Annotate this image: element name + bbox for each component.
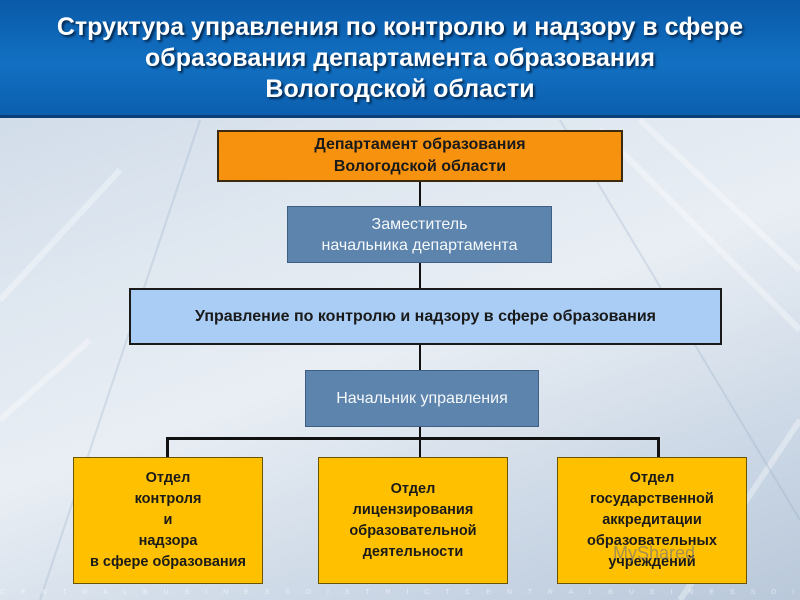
connector-deputy-admin xyxy=(419,263,421,288)
division-2-line-2: лицензирования xyxy=(352,501,474,518)
division-control-box: Отдел контроля и надзора в сфере образов… xyxy=(73,457,263,584)
division-1-line-5: в сфере образования xyxy=(89,554,247,570)
connector-bus xyxy=(166,437,660,440)
head-box: Начальник управления xyxy=(305,370,539,427)
division-3-line-1: Отдел xyxy=(629,470,675,486)
connector-dept-deputy xyxy=(419,182,421,206)
division-1-line-2: контроля xyxy=(134,491,202,507)
head-label: Начальник управления xyxy=(336,389,508,407)
title-line-1: Структура управления по контролю и надзо… xyxy=(56,13,744,41)
division-2-line-1: Отдел xyxy=(390,480,436,497)
division-1-line-1: Отдел xyxy=(145,470,191,486)
page-title: Структура управления по контролю и надзо… xyxy=(0,12,800,105)
connector-bus-division-2 xyxy=(419,437,421,457)
department-line-2: Вологодской области xyxy=(333,158,507,175)
administration-label: Управление по контролю и надзору в сфере… xyxy=(195,307,656,325)
title-line-2: образования департамента образования xyxy=(145,44,655,72)
deputy-head-line-1: Заместитель xyxy=(371,215,468,233)
department-box: Департамент образования Вологодской обла… xyxy=(217,130,623,182)
division-1-line-4: надзора xyxy=(138,533,198,549)
footer-strip: C E N T R A L B U S I N E S S D I S T R … xyxy=(0,589,800,596)
division-1-line-3: и xyxy=(163,512,173,528)
division-3-line-3: аккредитации xyxy=(602,512,702,528)
connector-admin-head xyxy=(419,345,421,370)
deputy-head-line-2: начальника департамента xyxy=(321,236,518,254)
division-3-line-5: учреждений xyxy=(608,554,696,570)
connector-bus-division-1 xyxy=(166,437,169,457)
division-3-line-2: государственной xyxy=(590,491,714,507)
division-3-line-4: образовательных xyxy=(587,533,717,549)
division-licensing-box: Отдел лицензирования образовательной дея… xyxy=(318,457,508,584)
header-banner: Структура управления по контролю и надзо… xyxy=(0,0,800,118)
division-accreditation-box: Отдел государственной аккредитации образ… xyxy=(557,457,747,584)
connector-bus-division-3 xyxy=(657,437,660,457)
connector-head-bus xyxy=(419,427,421,439)
title-line-3: Вологодской области xyxy=(265,75,535,103)
deputy-head-box: Заместитель начальника департамента xyxy=(287,206,552,263)
department-line-1: Департамент образования xyxy=(314,136,526,153)
administration-box: Управление по контролю и надзору в сфере… xyxy=(129,288,722,345)
division-2-line-4: деятельности xyxy=(362,543,464,560)
watermark: MyShared xyxy=(613,543,696,563)
division-2-line-3: образовательной xyxy=(349,522,477,539)
